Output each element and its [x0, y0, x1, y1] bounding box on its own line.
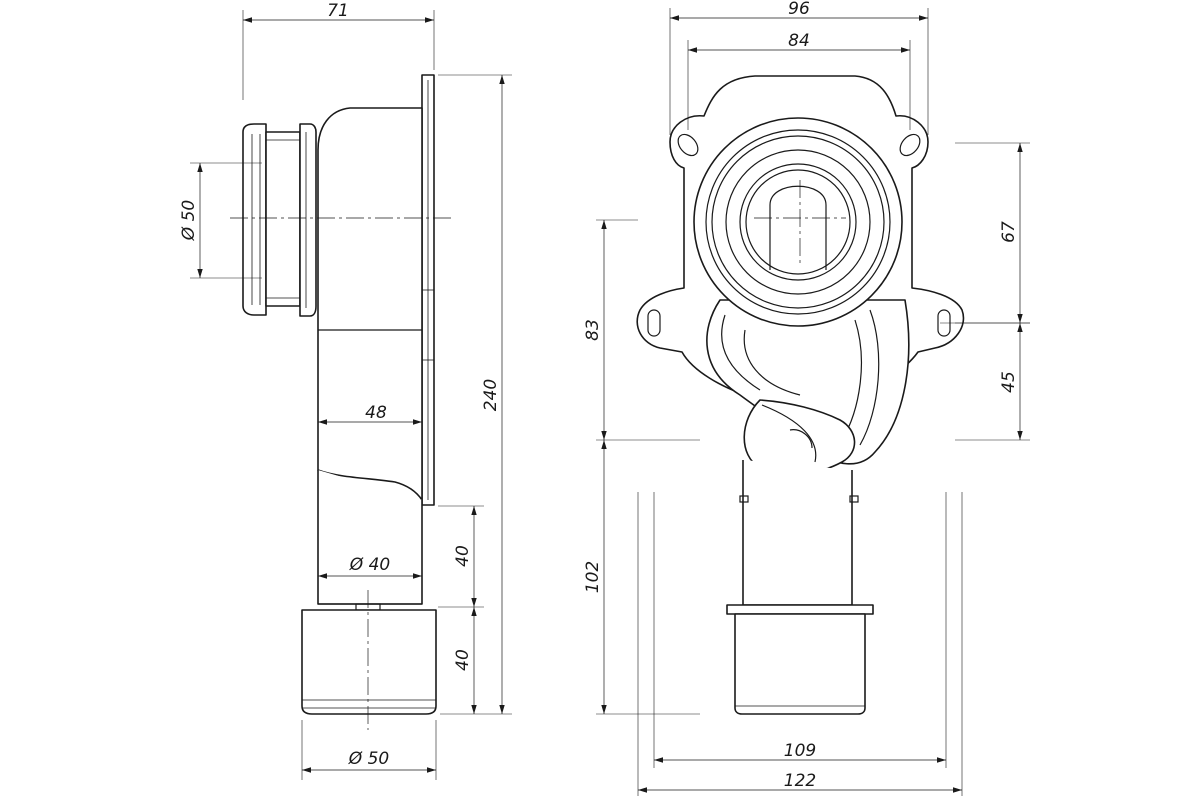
dim-front-outlet-height: 102	[583, 561, 603, 593]
mount-hole-top-left	[677, 133, 699, 157]
dim-front-lower-height: 45	[999, 371, 1019, 393]
trap-swirl	[743, 399, 856, 476]
front-view: 96 84 67 45 83 102 109 122	[583, 0, 1030, 796]
side-view: 71 Ø 50 48 240 Ø 40 40 40 Ø 50	[179, 1, 512, 780]
mount-hole-top-right	[899, 133, 921, 157]
dim-front-overall-width: 96	[788, 0, 810, 19]
dim-side-socket-height: 40	[453, 649, 473, 671]
dim-front-trap-height: 83	[583, 319, 603, 341]
dim-side-width-top: 71	[327, 1, 349, 21]
mount-slot-left	[647, 309, 661, 337]
dim-side-total-height: 240	[481, 379, 501, 411]
dim-front-upper-height: 67	[999, 221, 1019, 243]
side-body	[317, 107, 423, 501]
dim-front-base-inner: 109	[784, 741, 816, 761]
side-outlet-socket	[301, 609, 437, 715]
dim-side-body-depth: 48	[365, 403, 387, 423]
dim-side-pipe-segment: 40	[453, 545, 473, 567]
dim-front-hole-spacing: 84	[788, 31, 810, 51]
front-outlet-socket	[734, 613, 866, 715]
inlet-ring-outer	[693, 117, 903, 327]
dim-side-outlet-diameter: Ø 50	[348, 749, 389, 769]
inlet-spigot	[242, 123, 267, 316]
front-outlet-pipe	[742, 460, 853, 606]
dim-side-pipe-diameter: Ø 40	[349, 555, 390, 575]
dim-front-base-outer: 122	[784, 771, 816, 791]
dim-side-inlet-diameter: Ø 50	[179, 200, 199, 241]
side-down-pipe	[317, 470, 423, 605]
